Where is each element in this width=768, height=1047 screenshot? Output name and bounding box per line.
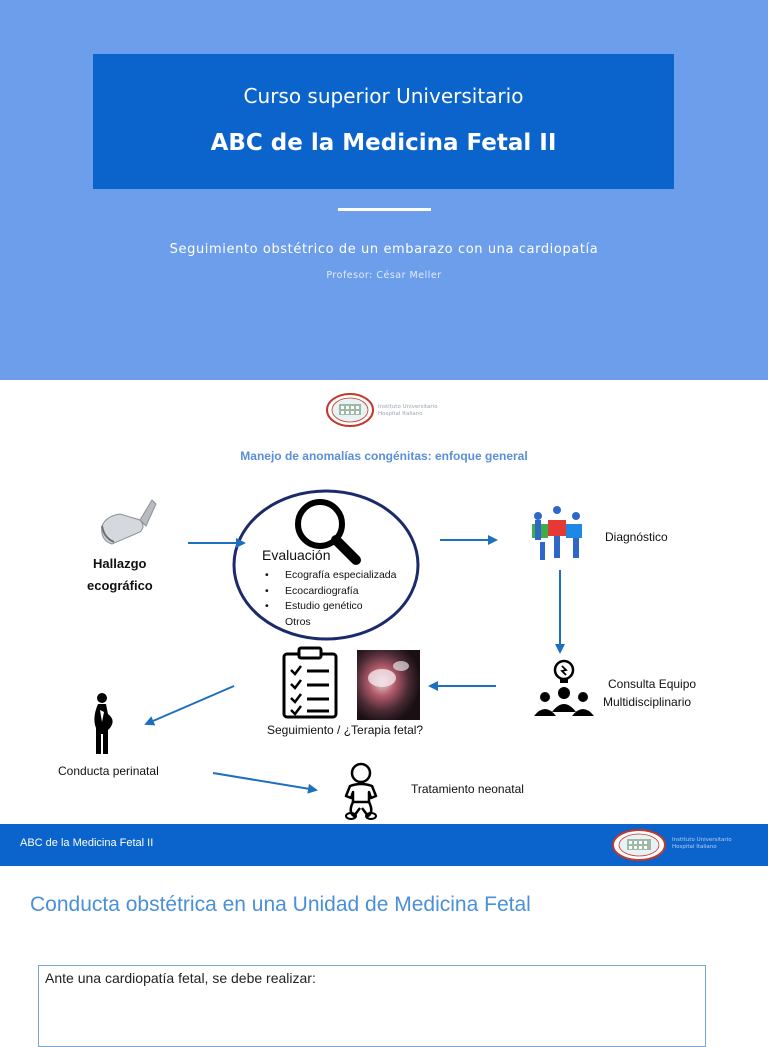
- arrow-conducta-to-tratamiento: [212, 772, 318, 794]
- title-slide: Curso superior Universitario ABC de la M…: [0, 0, 768, 380]
- ultrasound-probe-icon: [101, 499, 157, 545]
- diagram-connectors: [144, 489, 565, 794]
- team-lightbulb-icon: [534, 659, 594, 716]
- evaluation-item: Ecografía especializada: [263, 568, 397, 584]
- hallazgo-label-line2: ecográfico: [87, 578, 153, 593]
- diagram-slide: Instituto Universitario Hospital Italian…: [0, 380, 768, 866]
- slide-footer: ABC de la Medicina Fetal II Instituto Un…: [0, 824, 768, 866]
- title-divider: [338, 208, 431, 211]
- consulta-label-line1: Consulta Equipo: [608, 677, 697, 691]
- content-box: Ante una cardiopatía fetal, se debe real…: [38, 965, 706, 1047]
- consulta-label-line2: Multidisciplinario: [603, 695, 692, 709]
- content-intro: Ante una cardiopatía fetal, se debe real…: [45, 970, 316, 986]
- footer-course-name: ABC de la Medicina Fetal II: [20, 837, 154, 849]
- footer-logo-text: Instituto Universitario Hospital Italian…: [672, 837, 732, 850]
- evaluation-item: Estudio genético: [263, 599, 397, 615]
- conducta-label: Conducta perinatal: [58, 764, 159, 778]
- evaluation-item: Ecocardiografía: [263, 584, 397, 600]
- baby-icon: [344, 762, 378, 820]
- evaluation-ellipse: [232, 489, 420, 641]
- diagram-title: Manejo de anomalías congénitas: enfoque …: [240, 449, 528, 463]
- course-line: Curso superior Universitario: [243, 84, 524, 108]
- evaluation-list: Ecografía especializada Ecocardiografía …: [263, 568, 397, 630]
- professor-name: Profesor: César Meller: [326, 270, 442, 281]
- fetal-image-icon: [357, 650, 420, 720]
- tratamiento-label: Tratamiento neonatal: [411, 782, 524, 796]
- pregnant-woman-icon: [94, 693, 113, 754]
- presentation-subtitle: Seguimiento obstétrico de un embarazo co…: [169, 242, 599, 257]
- puzzle-team-icon: [532, 506, 582, 560]
- arrow-seguimiento-to-conducta: [144, 685, 235, 726]
- slide3-title: Conducta obstétrica en una Unidad de Med…: [30, 893, 531, 916]
- hallazgo-label-line1: Hallazgo: [93, 556, 147, 571]
- logo-text: Instituto Universitario Hospital Italian…: [378, 404, 438, 417]
- course-title: ABC de la Medicina Fetal II: [210, 130, 557, 156]
- evaluation-title: Evaluación: [262, 547, 331, 563]
- obstetric-slide: Conducta obstétrica en una Unidad de Med…: [0, 866, 768, 1047]
- diagnostico-label: Diagnóstico: [605, 530, 668, 544]
- evaluation-item: Otros: [285, 615, 311, 628]
- checklist-icon: [282, 646, 338, 719]
- hospital-logo-icon: [612, 829, 666, 861]
- hospital-logo-icon: [326, 393, 374, 427]
- seguimiento-label: Seguimiento / ¿Terapia fetal?: [267, 723, 424, 737]
- magnifier-icon: [295, 499, 361, 565]
- title-box: Curso superior Universitario ABC de la M…: [93, 54, 674, 189]
